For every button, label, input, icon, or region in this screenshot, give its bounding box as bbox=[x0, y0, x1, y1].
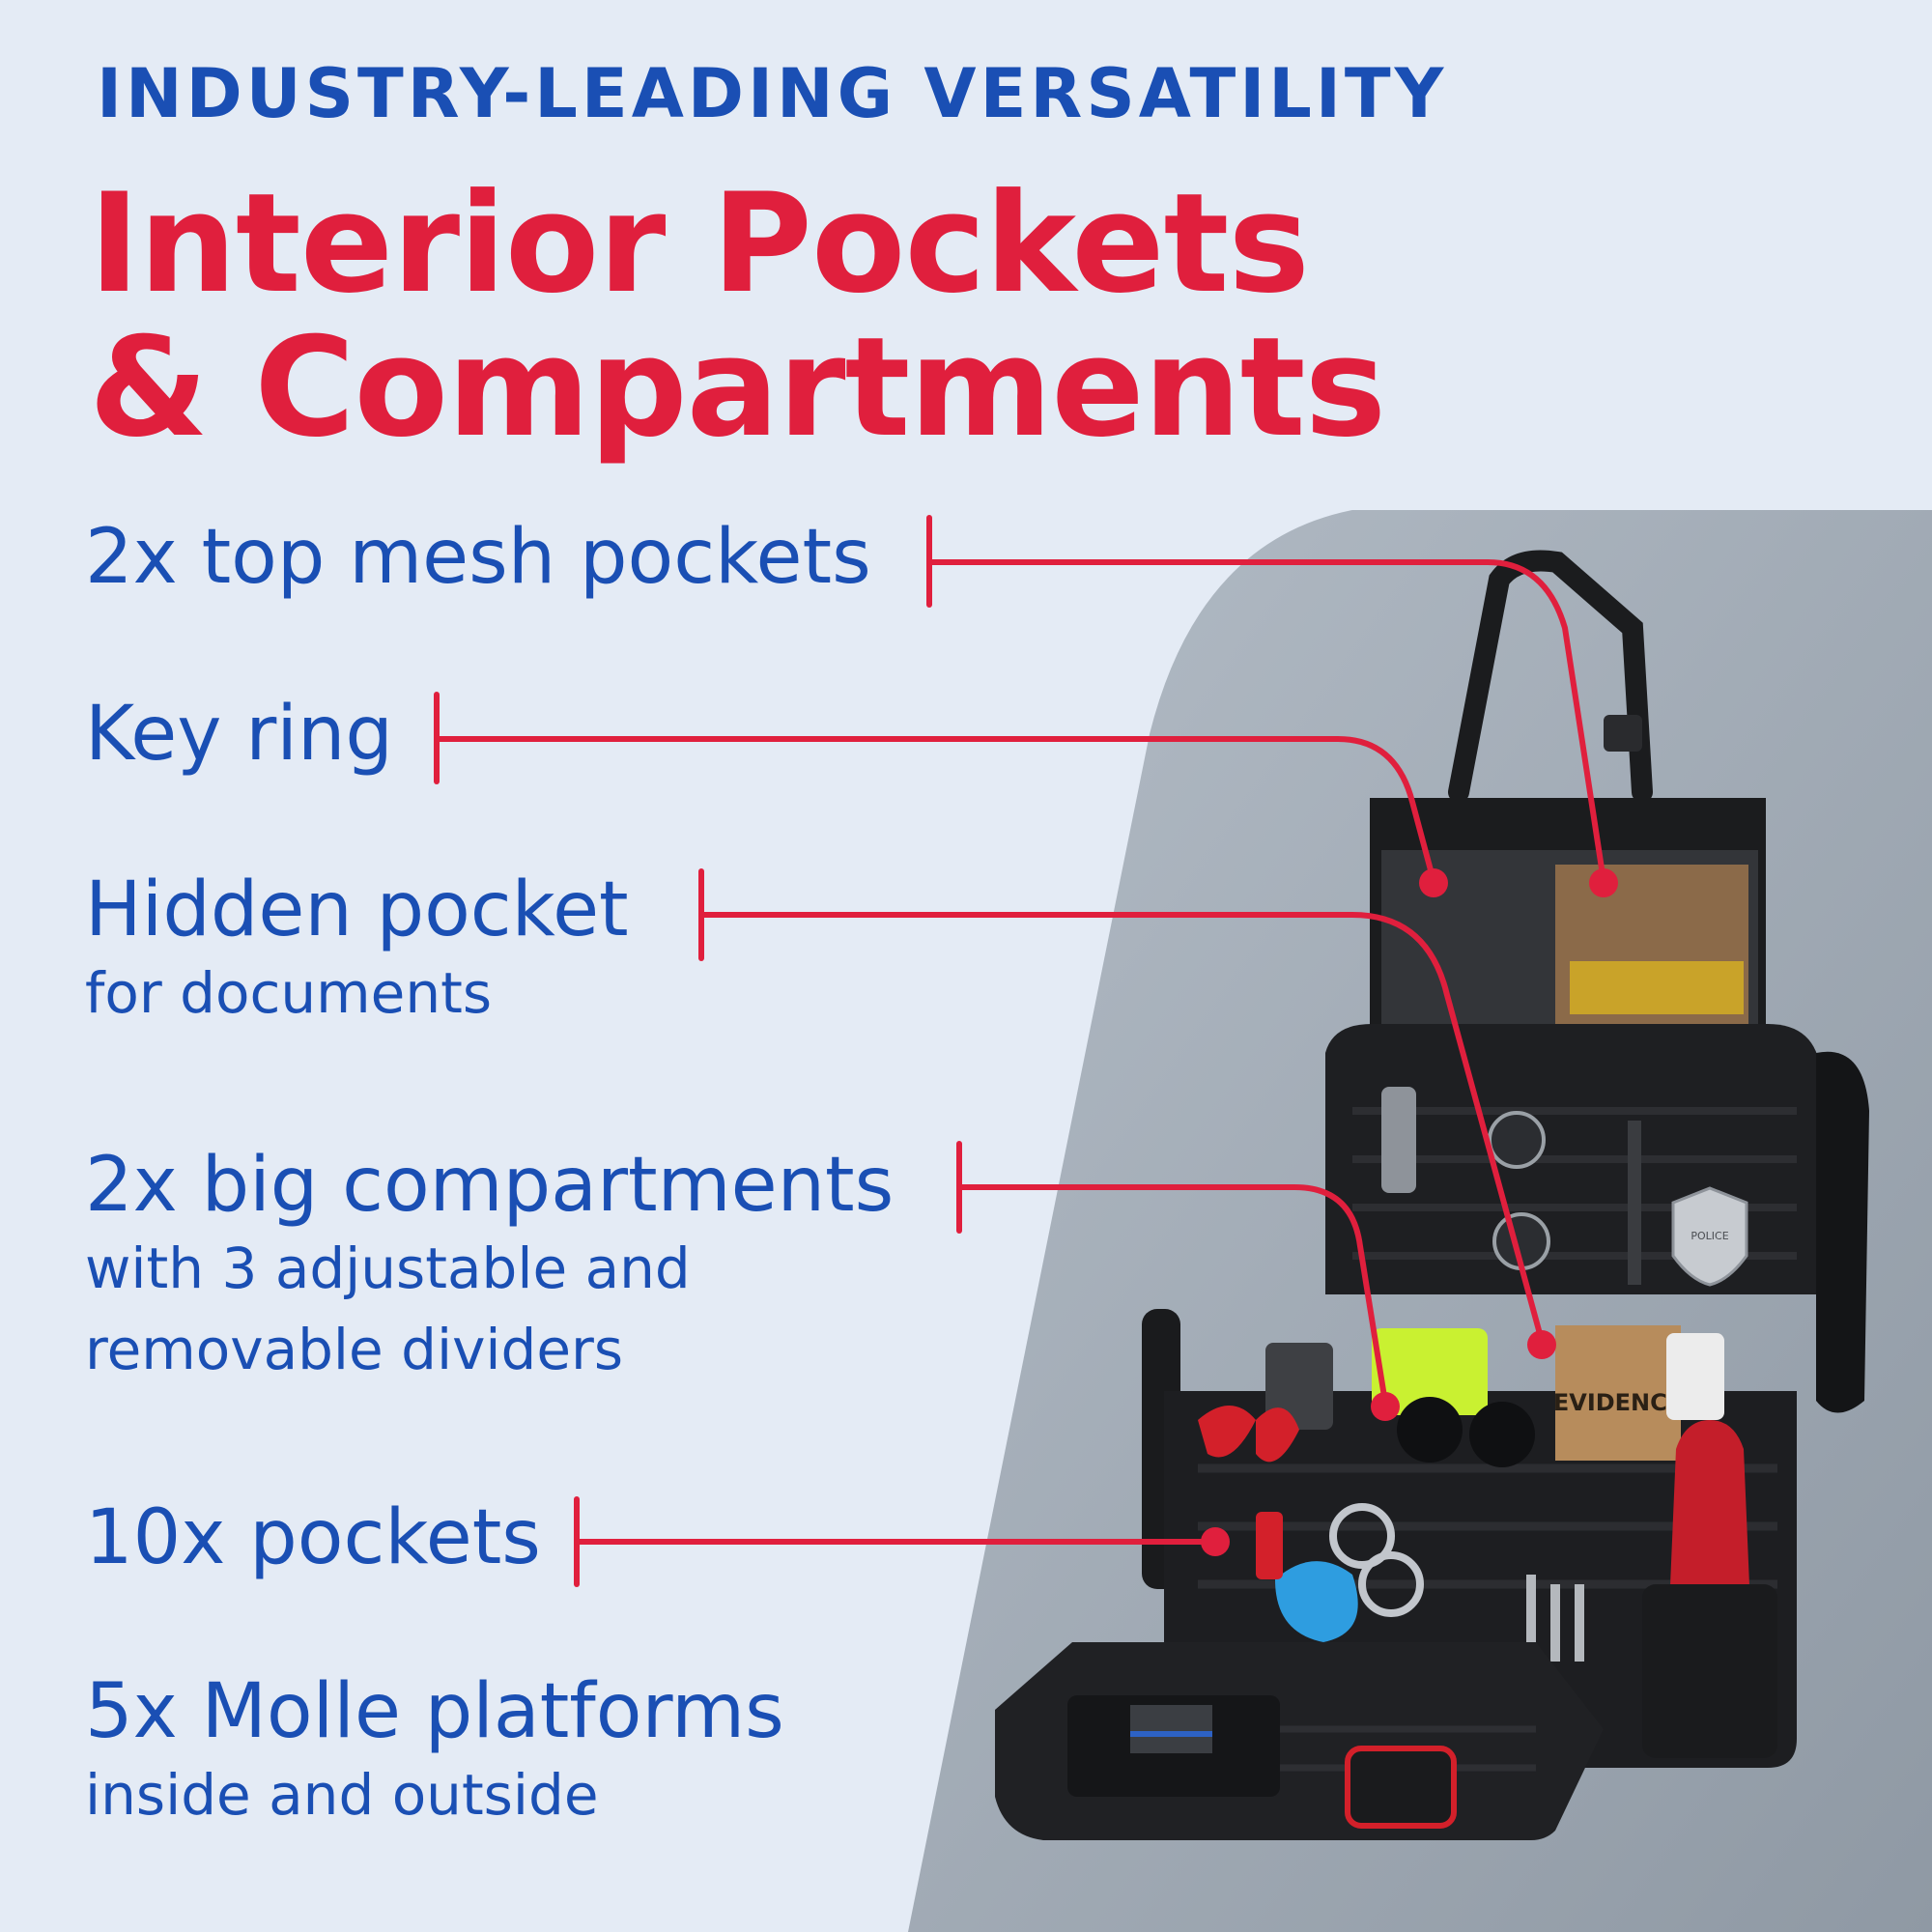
binoculars-icon bbox=[1397, 1397, 1463, 1463]
feature-title: Hidden pocket bbox=[85, 867, 629, 953]
handcuffs-icon bbox=[1329, 1503, 1395, 1569]
svg-text:POLICE: POLICE bbox=[1690, 1230, 1728, 1242]
feature-key-ring: Key ring bbox=[85, 691, 393, 778]
feature-title: 2x top mesh pockets bbox=[85, 514, 871, 601]
police-badge-icon bbox=[1671, 1186, 1748, 1287]
feature-title: 10x pockets bbox=[85, 1494, 541, 1581]
feature-subtitle: with 3 adjustable and bbox=[85, 1235, 691, 1301]
feature-subtitle-2: removable dividers bbox=[85, 1316, 624, 1382]
feature-subtitle: inside and outside bbox=[85, 1761, 599, 1828]
gloves-blue-icon bbox=[1275, 1561, 1358, 1642]
feature-ten-pockets: 10x pockets bbox=[85, 1494, 541, 1581]
title-line-2: & Compartments bbox=[89, 308, 1386, 469]
feature-top-mesh-pockets: 2x top mesh pockets bbox=[85, 514, 871, 601]
evidence-envelope bbox=[1555, 1325, 1681, 1461]
water-bottle-icon bbox=[1669, 1420, 1750, 1618]
title-line-1: Interior Pockets bbox=[89, 164, 1310, 324]
scissors-icon bbox=[1198, 1406, 1299, 1463]
callout-dot bbox=[1419, 868, 1448, 897]
feature-hidden-pocket: Hidden pocket for documents bbox=[85, 867, 629, 1034]
eyebrow-heading: INDUSTRY-LEADING VERSATILITY bbox=[97, 54, 1448, 133]
pens-icon bbox=[1526, 1575, 1536, 1662]
buckle-icon bbox=[1604, 715, 1642, 752]
gloves-icon bbox=[1816, 1051, 1869, 1413]
callout-dot bbox=[1371, 1392, 1400, 1421]
feature-big-compartments: 2x big compartments with 3 adjustable an… bbox=[85, 1142, 895, 1390]
feature-subtitle: for documents bbox=[85, 959, 493, 1026]
feature-title: 5x Molle platforms bbox=[85, 1668, 784, 1755]
callout-dot bbox=[1589, 868, 1618, 897]
hi-vis-vest bbox=[1372, 1328, 1488, 1415]
callout-dot bbox=[1527, 1330, 1556, 1359]
tape-measure-icon bbox=[1345, 1746, 1457, 1829]
flag-patch bbox=[1130, 1705, 1212, 1753]
tumbler-icon bbox=[1666, 1333, 1724, 1420]
feature-title: 2x big compartments bbox=[85, 1142, 895, 1229]
svg-text:EVIDENCE: EVIDENCE bbox=[1553, 1389, 1683, 1416]
feature-molle-platforms: 5x Molle platforms inside and outside bbox=[85, 1668, 784, 1835]
pen-icon bbox=[1628, 1121, 1641, 1285]
feature-title: Key ring bbox=[85, 691, 393, 778]
page-title: Interior Pockets & Compartments bbox=[89, 172, 1779, 460]
callout-dot bbox=[1201, 1527, 1230, 1556]
multitool-icon bbox=[1381, 1087, 1416, 1193]
